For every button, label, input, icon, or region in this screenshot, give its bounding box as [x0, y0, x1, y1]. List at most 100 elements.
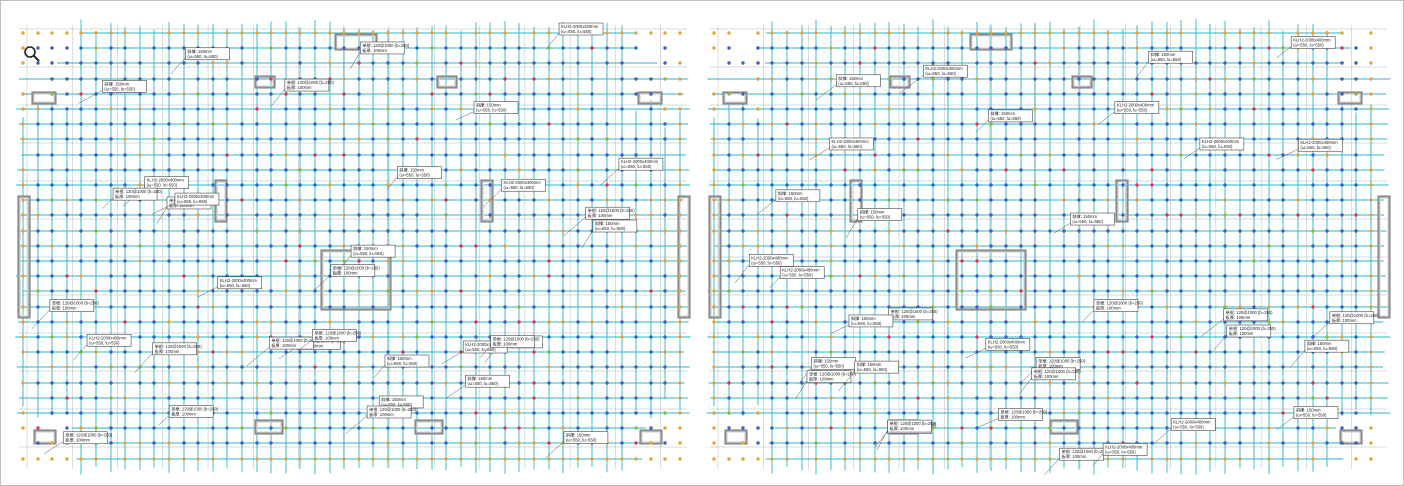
grid-node [590, 365, 594, 369]
grid-node [532, 274, 536, 278]
grid-node [770, 46, 774, 50]
grid-node [873, 183, 877, 187]
grid-node [1208, 441, 1212, 445]
grid-node [590, 46, 594, 50]
grid-node [196, 31, 200, 35]
grid-node [517, 441, 521, 445]
grid-node [1150, 244, 1154, 248]
grid-node [1223, 274, 1227, 278]
grid-node [342, 46, 346, 50]
grid-node [1033, 426, 1037, 430]
grid-node [741, 137, 745, 141]
grid-node [269, 244, 273, 248]
grid-node [401, 441, 405, 445]
grid-node [269, 350, 273, 354]
grid-node [313, 137, 317, 141]
grid-node [576, 46, 580, 50]
grid-node [605, 289, 609, 293]
grid-node [741, 229, 745, 233]
grid-node [313, 320, 317, 324]
grid-node [1165, 92, 1169, 96]
grid-node [960, 31, 964, 35]
grid-node [1296, 381, 1300, 385]
grid-node [298, 457, 302, 461]
grid-node [634, 183, 638, 187]
grid-node [386, 320, 390, 324]
grid-node [814, 153, 818, 157]
grid-node [561, 305, 565, 309]
grid-node [756, 305, 760, 309]
grid-node [989, 46, 993, 50]
grid-node [1208, 92, 1212, 96]
grid-node [532, 168, 536, 172]
grid-node [328, 46, 332, 50]
grid-node [298, 153, 302, 157]
wall-outline [320, 249, 392, 311]
grid-node [1281, 441, 1285, 445]
grid-node [1135, 259, 1139, 263]
grid-node [800, 335, 804, 339]
grid-node [36, 335, 40, 339]
grid-node [576, 213, 580, 217]
grid-node [284, 259, 288, 263]
grid-node [517, 122, 521, 126]
grid-node [1077, 153, 1081, 157]
wall-inner [641, 431, 661, 443]
grid-node [1048, 441, 1052, 445]
annotation-label: 斜撑: 150mm(ω=550, lu=550) [336, 244, 396, 275]
grid-node [488, 457, 492, 461]
label-text-line2: (ω=550, lu=550) [831, 144, 862, 149]
grid-node [313, 122, 317, 126]
grid-node [561, 92, 565, 96]
label-text-line1: 斜撑: 150mm [387, 355, 412, 362]
grid-node [225, 350, 229, 354]
label-text-line2: (ω=550, lu=550) [751, 260, 782, 265]
grid-node [79, 320, 83, 324]
grid-node [712, 381, 716, 385]
grid-node [1179, 381, 1183, 385]
grid-node [94, 396, 98, 400]
grid-node [678, 168, 682, 172]
grid-node [167, 335, 171, 339]
wall-inner [256, 77, 274, 87]
grid-node [182, 305, 186, 309]
grid-node [1092, 335, 1096, 339]
annotation-label: 斜撑: 150mm(ω=550, lu=550) [830, 314, 894, 334]
grid-node [94, 320, 98, 324]
label-text-line1: 单根: 120@1000 (b=250) [52, 300, 100, 307]
grid-node [649, 259, 653, 263]
grid-node [1252, 61, 1256, 65]
grid-node [225, 31, 229, 35]
grid-node [532, 426, 536, 430]
grid-node [649, 213, 653, 217]
grid-node [386, 198, 390, 202]
grid-node [415, 77, 419, 81]
grid-node [649, 92, 653, 96]
grid-node [975, 274, 979, 278]
grid-node [931, 289, 935, 293]
grid-node [785, 426, 789, 430]
wall-outline [436, 75, 458, 89]
grid-node [21, 213, 25, 217]
grid-node [1340, 168, 1344, 172]
grid-node [488, 305, 492, 309]
grid-node [255, 457, 259, 461]
grid-node [1135, 183, 1139, 187]
grid-node [532, 137, 536, 141]
grid-node [843, 198, 847, 202]
grid-node [1062, 289, 1066, 293]
grid-node [756, 350, 760, 354]
grid-node [829, 61, 833, 65]
grid-node [858, 244, 862, 248]
magnifier-icon[interactable] [23, 45, 41, 63]
grid-node [547, 107, 551, 111]
grid-node [1194, 350, 1198, 354]
leader-line [1276, 149, 1299, 160]
grid-node [371, 168, 375, 172]
grid-node [649, 305, 653, 309]
grid-node [1106, 244, 1110, 248]
grid-node [1267, 457, 1271, 461]
grid-node [916, 396, 920, 400]
grid-node [401, 122, 405, 126]
